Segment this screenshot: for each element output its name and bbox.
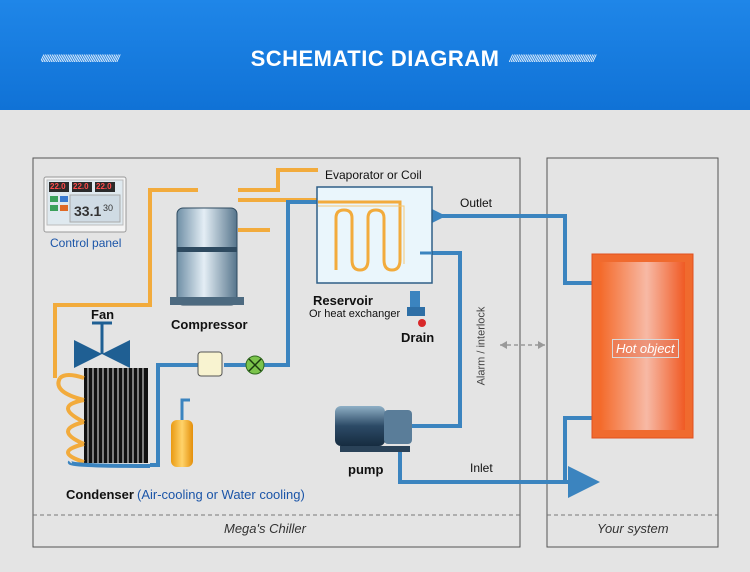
reservoir-label: Reservoir [313,293,373,308]
reservoir-note: Or heat exchanger [309,308,401,320]
header-banner: ////////////////////////////////////////… [0,0,750,110]
control-panel-label: Control panel [50,236,122,250]
control-panel [43,176,127,233]
hatch-right: ////////////////////////////////////////… [509,53,595,65]
chiller-section-label: Mega's Chiller [224,521,306,536]
evaporator-coil [318,200,402,272]
evaporator-label: Evaporator or Coil [325,168,422,182]
hatch-left: ////////////////////////////////////////… [40,53,120,65]
filter-drier [197,351,223,377]
compressor-label: Compressor [171,317,248,332]
chiller-frame [32,157,521,548]
title-row: ////////////////////////////////////////… [0,42,750,76]
panel-side-readout: 30 [103,203,114,213]
drain-label: Drain [401,330,435,345]
fan-label: Fan [91,307,115,322]
outlet-label: Outlet [460,196,493,210]
compressor [170,207,244,306]
inlet-label: Inlet [470,461,493,475]
page-title: SCHEMATIC DIAGRAM [250,46,500,71]
drain-valve [407,291,426,327]
condenser-label: Condenser [66,487,134,502]
panel-digit-1: 22.0 [50,182,66,191]
diagram-area: 22.0 22.0 22.0 33.1 30 Control panel Com… [0,110,750,572]
receiver-tank [171,420,193,467]
system-frame [546,157,719,548]
hot-object-label: Hot object [612,339,679,358]
pump-label: pump [348,462,384,477]
fan-valve [74,321,130,368]
system-section-label: Your system [597,521,669,536]
alarm-interlock-label: Alarm / interlock [475,306,488,386]
schematic-svg [32,157,719,548]
pump-unit [335,406,412,452]
condenser [56,368,151,468]
panel-digit-3: 22.0 [96,182,112,191]
panel-main-readout: 33.1 [74,203,102,219]
condenser-note: (Air-cooling or Water cooling) [137,487,305,502]
panel-digit-2: 22.0 [73,182,89,191]
